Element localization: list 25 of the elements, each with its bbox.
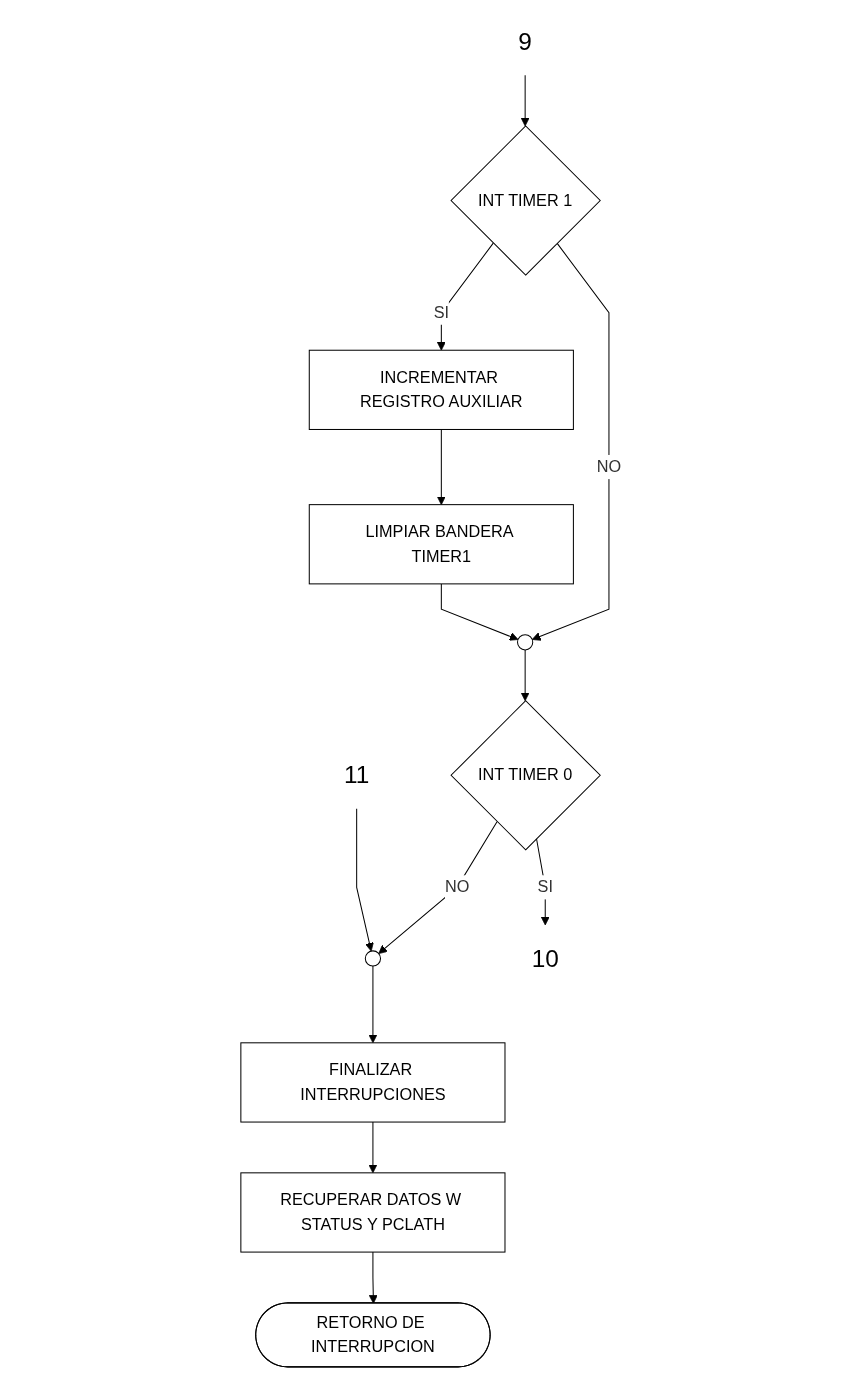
node-diamond: INT TIMER 1	[450, 125, 601, 276]
arrow	[520, 74, 530, 127]
node-text: 11	[344, 761, 370, 789]
node-text: 9	[518, 27, 532, 55]
edge-label: SI	[537, 878, 553, 896]
arrow	[378, 821, 498, 954]
arrow	[356, 808, 374, 952]
node-box: LIMPIAR BANDERA TIMER1	[308, 504, 574, 585]
node-box: RECUPERAR DATOS W STATUS Y PCLATH	[240, 1172, 506, 1253]
arrow	[440, 583, 519, 641]
node-circle	[364, 950, 382, 967]
arrow	[520, 649, 530, 702]
arrow	[368, 965, 378, 1044]
edge-label: NO	[444, 878, 470, 896]
node-text: 10	[531, 944, 559, 972]
edge-label: NO	[596, 457, 622, 476]
arrow	[436, 428, 446, 506]
node-circle	[517, 634, 534, 651]
node-box: FINALIZAR INTERRUPCIONES	[240, 1042, 506, 1123]
arrow	[368, 1251, 378, 1304]
edge-label: SI	[433, 303, 450, 321]
arrow	[531, 242, 610, 641]
node-box: INCREMENTAR REGISTRO AUXILIAR	[308, 349, 574, 430]
arrow	[368, 1121, 378, 1174]
node-diamond: INT TIMER 0	[450, 700, 601, 851]
